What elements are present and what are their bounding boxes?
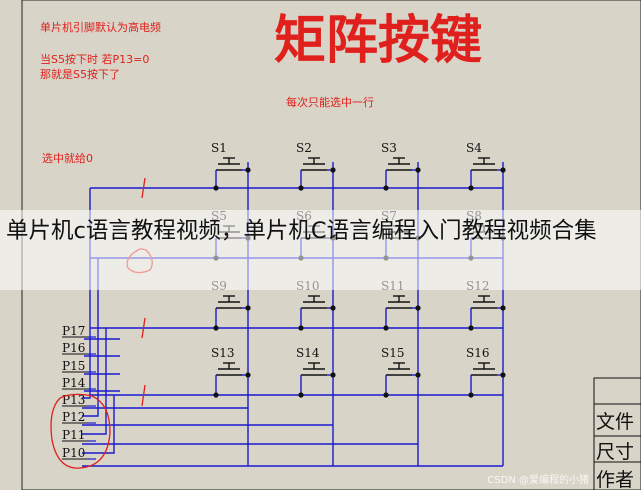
switch-label: S3 bbox=[381, 141, 397, 155]
junction-dot bbox=[415, 167, 421, 173]
title-block-size: 尺寸 bbox=[596, 441, 634, 463]
switch-s13: S13 bbox=[211, 346, 251, 398]
title-block-author: 作者 bbox=[596, 469, 634, 490]
note-default-high: 单片机引脚默认为高电频 bbox=[40, 20, 161, 34]
note-one-row: 每次只能选中一行 bbox=[286, 95, 374, 109]
note-s5-line2: 那就是S5按下了 bbox=[40, 67, 120, 81]
switch-s4: S4 bbox=[466, 141, 506, 191]
row-route bbox=[82, 395, 115, 454]
junction-dot bbox=[500, 167, 506, 173]
switch-label: S13 bbox=[211, 346, 235, 360]
junction-dot bbox=[298, 325, 304, 331]
junction-dot bbox=[383, 185, 389, 191]
pin-p13: P13 bbox=[62, 393, 96, 407]
diagram-title: 矩阵按键 bbox=[274, 10, 482, 71]
pin-p10: P10 bbox=[62, 446, 96, 460]
pin-label: P11 bbox=[62, 428, 85, 442]
wire-layer bbox=[82, 162, 504, 467]
junction-dot bbox=[383, 392, 389, 398]
junction-dot bbox=[298, 392, 304, 398]
junction-dot bbox=[213, 392, 219, 398]
annotation-tick-3 bbox=[141, 384, 146, 407]
pin-p12: P12 bbox=[62, 410, 96, 424]
note-selected-zero: 选中就给0 bbox=[42, 151, 93, 165]
junction-dot bbox=[383, 325, 389, 331]
junction-dot bbox=[298, 185, 304, 191]
junction-dot bbox=[213, 185, 219, 191]
pin-p15: P15 bbox=[62, 359, 96, 373]
junction-dot bbox=[468, 325, 474, 331]
junction-dot bbox=[500, 305, 506, 311]
watermark: CSDN @爱编程的小猪 bbox=[487, 475, 589, 486]
switch-s16: S16 bbox=[466, 346, 506, 398]
row-route bbox=[82, 258, 99, 417]
switch-label: S16 bbox=[466, 346, 490, 360]
pin-label: P14 bbox=[62, 376, 86, 390]
title-block-file: 文件 bbox=[596, 411, 634, 433]
junction-dot bbox=[330, 305, 336, 311]
pin-label: P16 bbox=[62, 341, 85, 355]
junction-dot bbox=[468, 185, 474, 191]
caption-text: 单片机c语言教程视频，单片机C语言编程入门教程视频合集 bbox=[6, 218, 597, 244]
switch-label: S14 bbox=[296, 346, 320, 360]
junction-dot bbox=[500, 372, 506, 378]
pin-label: P15 bbox=[62, 359, 85, 373]
pin-label: P17 bbox=[62, 324, 85, 338]
annotation-tick-2 bbox=[141, 317, 146, 339]
pin-p11: P11 bbox=[62, 428, 96, 442]
pin-p17: P17 bbox=[62, 324, 96, 338]
annotation-circle-pins bbox=[50, 393, 111, 469]
junction-dot bbox=[245, 305, 251, 311]
pin-label: P12 bbox=[62, 410, 85, 424]
title-block: 文件 尺寸 作者 bbox=[593, 377, 641, 490]
junction-dot bbox=[415, 372, 421, 378]
caption-band bbox=[0, 210, 641, 290]
switch-s3: S3 bbox=[381, 141, 421, 191]
junction-dot bbox=[245, 167, 251, 173]
switch-s14: S14 bbox=[296, 346, 336, 398]
junction-dot bbox=[415, 305, 421, 311]
pin-p14: P14 bbox=[62, 376, 96, 390]
pin-p16: P16 bbox=[62, 341, 96, 355]
junction-dot bbox=[213, 325, 219, 331]
junction-dot bbox=[330, 372, 336, 378]
junction-dot bbox=[245, 372, 251, 378]
pin-label: P13 bbox=[62, 393, 85, 407]
row-route bbox=[82, 328, 107, 435]
switch-s1: S1 bbox=[211, 141, 251, 191]
switch-label: S2 bbox=[296, 141, 312, 155]
switch-label: S1 bbox=[211, 141, 227, 155]
switch-s2: S2 bbox=[296, 141, 336, 191]
annotation-tick-1 bbox=[141, 177, 146, 199]
note-s5-line1: 当S5按下时 若P13=0 bbox=[40, 52, 149, 66]
switch-label: S15 bbox=[381, 346, 405, 360]
pin-label: P10 bbox=[62, 446, 85, 460]
junction-dot bbox=[468, 392, 474, 398]
switch-s15: S15 bbox=[381, 346, 421, 398]
switch-label: S4 bbox=[466, 141, 482, 155]
junction-dot bbox=[330, 167, 336, 173]
